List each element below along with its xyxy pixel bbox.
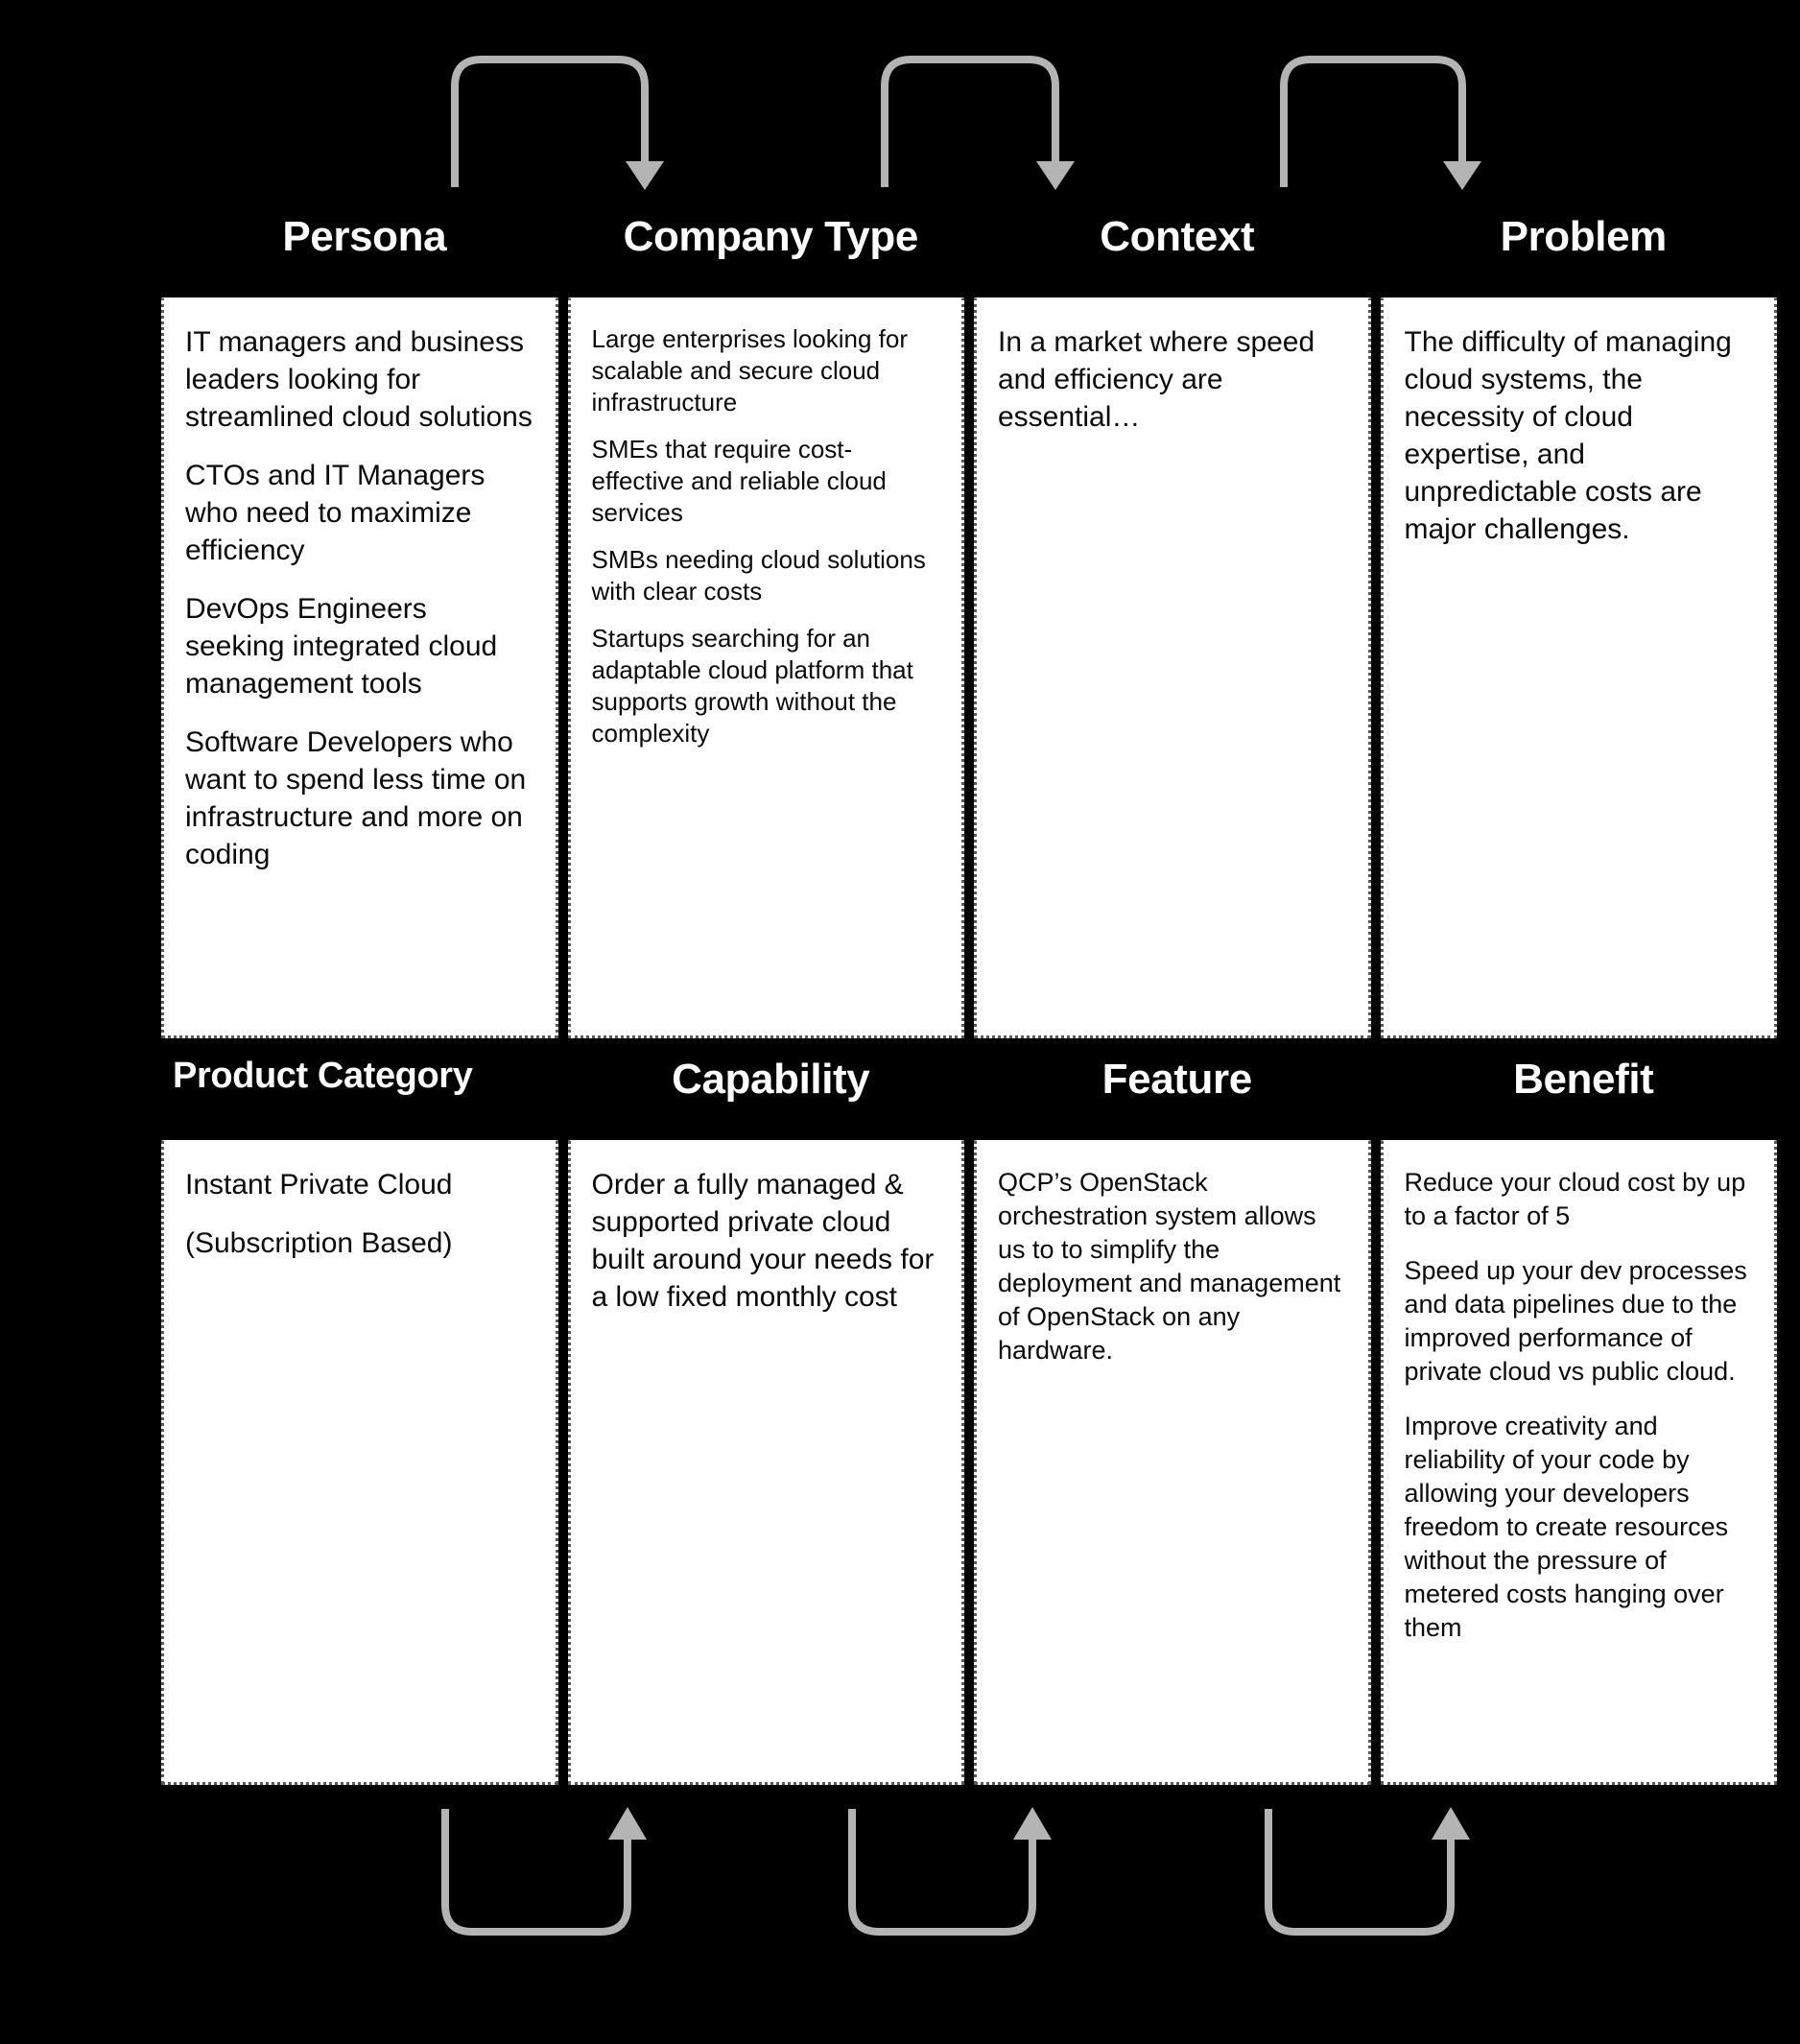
column-header-context-label: Context bbox=[1100, 213, 1255, 260]
card-row-upper: IT managers and business leaders looking… bbox=[161, 297, 1787, 1038]
card-benefit[interactable]: Reduce your cloud cost by up to a factor… bbox=[1380, 1140, 1777, 1785]
list-item: Large enterprises looking for scalable a… bbox=[591, 324, 909, 416]
column-header-product-category: Product Category bbox=[161, 1056, 568, 1104]
bottom-connectors bbox=[441, 1807, 1470, 1936]
arrowhead-feature-icon bbox=[1013, 1807, 1052, 1840]
connector-persona-to-company-type bbox=[451, 56, 649, 187]
column-header-problem: Problem bbox=[1381, 213, 1788, 261]
list-item: QCP’s OpenStack orchestration system all… bbox=[998, 1168, 1341, 1365]
column-header-feature: Feature bbox=[974, 1056, 1381, 1104]
list-item: SMBs needing cloud solutions with clear … bbox=[591, 545, 926, 606]
column-header-feature-label: Feature bbox=[1101, 1056, 1253, 1103]
column-header-problem-label: Problem bbox=[1500, 213, 1668, 260]
list-item: Software Developers who want to spend le… bbox=[185, 726, 527, 870]
header-row-lower: Product Category Capability Feature Bene… bbox=[161, 1056, 1787, 1104]
list-item: (Subscription Based) bbox=[185, 1227, 453, 1259]
connector-company-type-to-context bbox=[881, 56, 1059, 187]
column-header-company-type: Company Type bbox=[568, 213, 975, 261]
column-header-company-type-label: Company Type bbox=[623, 213, 919, 260]
cell-benefit: Reduce your cloud cost by up to a factor… bbox=[1380, 1140, 1788, 1785]
list-item: Speed up your dev processes and data pip… bbox=[1404, 1256, 1747, 1386]
column-header-benefit: Benefit bbox=[1381, 1056, 1788, 1104]
list-item: The difficulty of managing cloud systems… bbox=[1404, 326, 1732, 545]
connector-capability-to-feature bbox=[848, 1809, 1036, 1936]
column-header-capability: Capability bbox=[568, 1056, 975, 1104]
list-item: Instant Private Cloud bbox=[185, 1169, 453, 1200]
card-persona[interactable]: IT managers and business leaders looking… bbox=[161, 297, 558, 1038]
column-header-persona-label: Persona bbox=[282, 213, 447, 260]
column-header-benefit-label: Benefit bbox=[1513, 1056, 1654, 1103]
card-context[interactable]: In a market where speed and efficiency a… bbox=[974, 297, 1371, 1038]
cell-context: In a market where speed and efficiency a… bbox=[974, 297, 1381, 1038]
list-item: Startups searching for an adaptable clou… bbox=[591, 624, 913, 748]
cell-product-category: Instant Private Cloud (Subscription Base… bbox=[161, 1140, 568, 1785]
column-header-capability-label: Capability bbox=[672, 1056, 870, 1103]
cell-persona: IT managers and business leaders looking… bbox=[161, 297, 568, 1038]
list-item: Improve creativity and reliability of yo… bbox=[1404, 1412, 1729, 1642]
column-header-persona: Persona bbox=[161, 213, 568, 261]
cell-feature: QCP’s OpenStack orchestration system all… bbox=[974, 1140, 1381, 1785]
arrowhead-company-type-icon bbox=[626, 161, 664, 190]
cell-problem: The difficulty of managing cloud systems… bbox=[1380, 297, 1788, 1038]
connector-context-to-problem bbox=[1280, 56, 1466, 187]
card-row-lower: Instant Private Cloud (Subscription Base… bbox=[161, 1140, 1787, 1785]
list-item: CTOs and IT Managers who need to maximiz… bbox=[185, 460, 486, 566]
cell-company-type: Large enterprises looking for scalable a… bbox=[567, 297, 975, 1038]
card-product-category[interactable]: Instant Private Cloud (Subscription Base… bbox=[161, 1140, 558, 1785]
card-problem[interactable]: The difficulty of managing cloud systems… bbox=[1380, 297, 1777, 1038]
cell-capability: Order a fully managed & supported privat… bbox=[567, 1140, 975, 1785]
column-header-product-category-label: Product Category bbox=[173, 1056, 473, 1096]
column-header-context: Context bbox=[974, 213, 1381, 261]
arrowhead-benefit-icon bbox=[1432, 1807, 1470, 1840]
list-item: In a market where speed and efficiency a… bbox=[998, 326, 1315, 433]
list-item: Order a fully managed & supported privat… bbox=[591, 1169, 935, 1313]
list-item: Reduce your cloud cost by up to a factor… bbox=[1404, 1168, 1746, 1230]
connector-product-category-to-capability bbox=[441, 1809, 631, 1936]
card-capability[interactable]: Order a fully managed & supported privat… bbox=[567, 1140, 964, 1785]
arrowhead-problem-icon bbox=[1443, 161, 1481, 190]
connector-feature-to-benefit bbox=[1265, 1809, 1455, 1936]
card-feature[interactable]: QCP’s OpenStack orchestration system all… bbox=[974, 1140, 1371, 1785]
top-connectors bbox=[451, 56, 1481, 190]
arrowhead-capability-icon bbox=[608, 1807, 647, 1840]
header-row-upper: Persona Company Type Context Problem bbox=[161, 213, 1787, 261]
arrowhead-context-icon bbox=[1036, 161, 1075, 190]
card-company-type[interactable]: Large enterprises looking for scalable a… bbox=[567, 297, 964, 1038]
list-item: IT managers and business leaders looking… bbox=[185, 326, 533, 433]
list-item: DevOps Engineers seeking integrated clou… bbox=[185, 593, 498, 700]
list-item: SMEs that require cost-effective and rel… bbox=[591, 435, 887, 527]
